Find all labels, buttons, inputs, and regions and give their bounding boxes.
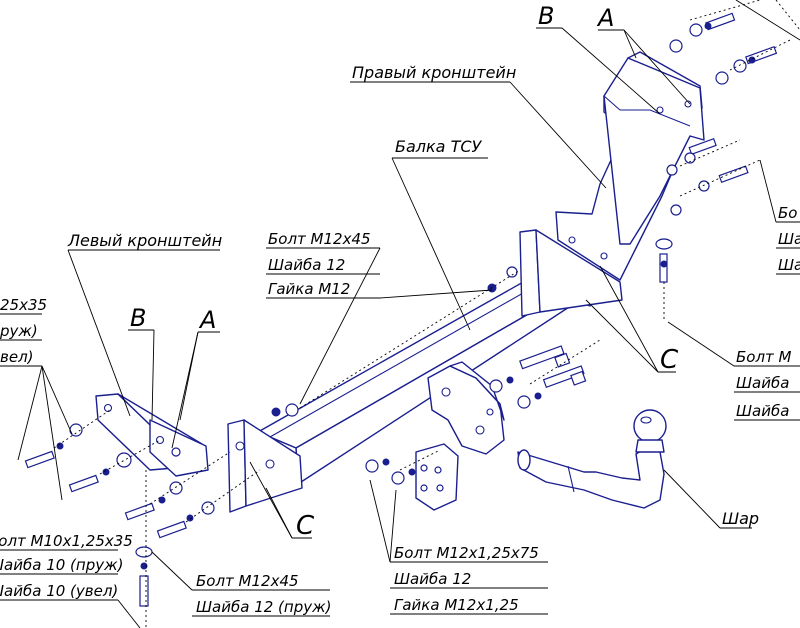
- callout-left-upper-line-3: вел): [0, 348, 34, 366]
- callout-bottom-left: Болт М12х45 Шайба 12 (пруж): [196, 572, 331, 616]
- callout-right-upper-line-1: Бо: [778, 204, 797, 222]
- callout-right-lower-line-3: Шайба: [736, 402, 789, 420]
- left-end-plate: [227, 419, 303, 513]
- right-end-plate: [519, 229, 623, 317]
- callout-bottom-left-line-1: Болт М12х45: [196, 572, 299, 590]
- callout-right-upper-line-2: Ша: [778, 230, 800, 248]
- callout-right-upper-line-3: Ша: [778, 256, 800, 274]
- ball-mount-holder: [415, 361, 505, 511]
- callout-center-line-2: Шайба 12: [268, 256, 345, 274]
- callout-left-lower-line-3: Шайба 10 (увел): [0, 582, 118, 600]
- callout-bottom-center: Болт М12х1,25х75 Шайба 12 Гайка М12х1,25: [394, 544, 539, 614]
- label-ball: Шар: [722, 509, 759, 528]
- callout-center-line-1: Болт М12х45: [268, 230, 371, 248]
- mark-b-left: B: [130, 304, 146, 332]
- mark-c-right: C: [660, 345, 679, 375]
- callout-left-upper-line-1: 25х35: [0, 296, 47, 314]
- assembly-axes: [53, 0, 800, 628]
- mark-b-top: B: [538, 2, 554, 30]
- callout-center-line-3: Гайка М12: [268, 280, 350, 298]
- right-bracket: [555, 51, 705, 281]
- left-bracket: [95, 393, 209, 477]
- mark-a-top: A: [596, 4, 614, 32]
- callout-bottom-center-line-1: Болт М12х1,25х75: [394, 544, 539, 562]
- callout-bottom-left-line-2: Шайба 12 (пруж): [196, 598, 331, 616]
- part-labels: Правый кронштейн Балка ТСУ Левый кронште…: [67, 2, 759, 541]
- mark-a-left: A: [198, 306, 216, 334]
- label-right-bracket: Правый кронштейн: [352, 63, 516, 82]
- callout-bottom-center-line-3: Гайка М12х1,25: [394, 596, 519, 614]
- callout-center: Болт М12х45 Шайба 12 Гайка М12: [268, 230, 371, 298]
- callout-right-upper-partial: Бо Ша Ша: [778, 204, 800, 274]
- label-beam: Балка ТСУ: [395, 137, 483, 156]
- callout-bottom-center-line-2: Шайба 12: [394, 570, 471, 588]
- callout-left-lower: Болт М10х1,25х35 Шайба 10 (пруж) Шайба 1…: [0, 532, 133, 600]
- callout-right-lower-line-2: Шайба: [736, 374, 789, 392]
- label-left-bracket: Левый кронштейн: [67, 231, 222, 250]
- callout-left-upper-line-2: руж): [0, 322, 38, 340]
- hardware-top-right: [655, 12, 778, 283]
- callout-left-upper-partial: 25х35 руж) вел): [0, 296, 47, 366]
- hardware-left-bracket: [24, 423, 215, 607]
- callout-left-lower-line-1: Болт М10х1,25х35: [0, 532, 133, 550]
- tow-ball: [517, 409, 667, 509]
- hardware-ball-mount: [365, 345, 587, 485]
- callout-right-lower-partial: Болт М Шайба Шайба: [736, 348, 792, 420]
- callout-right-lower-line-1: Болт М: [736, 348, 792, 366]
- callout-left-lower-line-2: Шайба 10 (пруж): [0, 556, 123, 574]
- mark-c-left: C: [296, 511, 315, 541]
